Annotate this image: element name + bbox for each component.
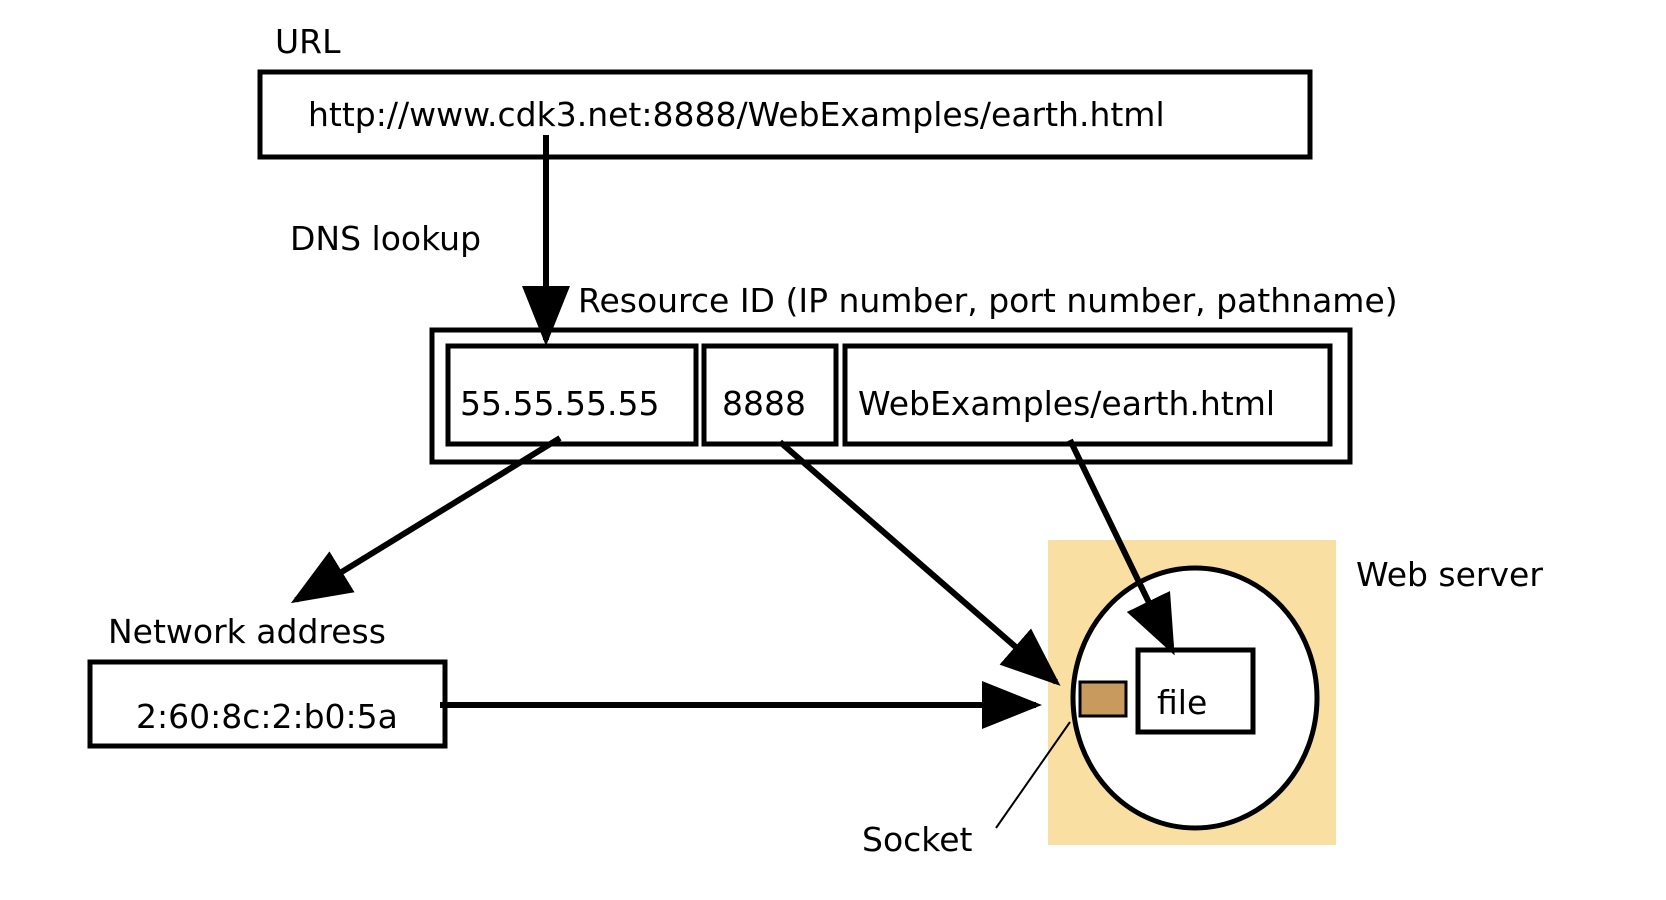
socket-label: Socket	[862, 820, 973, 859]
ip-to-network-arrow	[290, 435, 562, 604]
network-address-value: 2:60:8c:2:b0:5a	[136, 697, 398, 736]
port-box	[701, 343, 839, 447]
port-to-socket-arrow	[778, 439, 1061, 686]
port-value: 8888	[722, 384, 806, 423]
path-to-file-arrow	[1067, 438, 1175, 656]
url-box	[257, 69, 1313, 160]
ip-box	[445, 343, 699, 447]
web-server-label: Web server	[1356, 555, 1543, 594]
file-label: file	[1157, 683, 1208, 722]
network-address-box	[87, 659, 448, 749]
path-box	[842, 343, 1333, 447]
path-value: WebExamples/earth.html	[858, 384, 1276, 423]
url-value: http://www.cdk3.net:8888/WebExamples/ear…	[308, 95, 1165, 134]
url-label: URL	[275, 22, 341, 61]
network-address-label: Network address	[108, 612, 386, 651]
resource-id-label: Resource ID (IP number, port number, pat…	[578, 281, 1398, 320]
file-box	[1135, 647, 1256, 735]
socket-rect	[1078, 680, 1128, 718]
socket-pointer-line	[995, 721, 1071, 829]
dns-lookup-label: DNS lookup	[290, 219, 482, 258]
ip-value: 55.55.55.55	[460, 384, 660, 423]
